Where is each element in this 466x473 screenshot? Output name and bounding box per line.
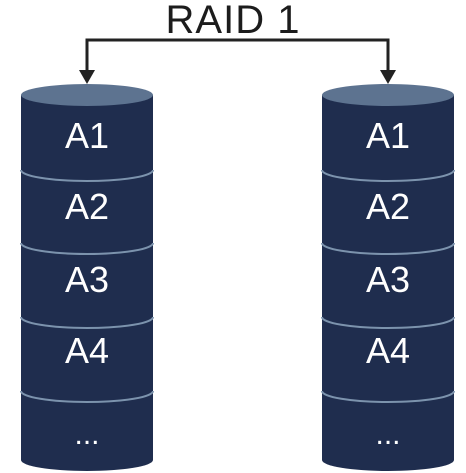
block-separator bbox=[20, 390, 154, 403]
disk-cylinder-body bbox=[21, 95, 153, 471]
disk-cylinder-top bbox=[21, 84, 153, 106]
diagram-title: RAID 1 bbox=[165, 0, 301, 42]
block-label: A2 bbox=[366, 186, 410, 227]
block-label: A3 bbox=[65, 259, 109, 300]
block-separator bbox=[321, 169, 455, 182]
block-label: A1 bbox=[65, 115, 109, 156]
disk-left: A1A2A3A4... bbox=[20, 84, 154, 471]
block-separator bbox=[321, 242, 455, 255]
arrow-left-head-icon bbox=[79, 70, 95, 84]
mirror-connector-line bbox=[85, 38, 390, 74]
block-label: A1 bbox=[366, 115, 410, 156]
block-label: ... bbox=[375, 418, 400, 451]
block-label: A4 bbox=[65, 330, 109, 371]
mirror-arrows bbox=[79, 38, 396, 84]
block-separator bbox=[321, 316, 455, 329]
block-separator bbox=[321, 390, 455, 403]
block-separator bbox=[20, 316, 154, 329]
block-label: A4 bbox=[366, 330, 410, 371]
block-separator bbox=[20, 169, 154, 182]
block-label: A2 bbox=[65, 186, 109, 227]
block-label: A3 bbox=[366, 259, 410, 300]
arrow-right-head-icon bbox=[380, 70, 396, 84]
block-label: ... bbox=[74, 418, 99, 451]
block-separator bbox=[20, 242, 154, 255]
disk-cylinder-top bbox=[322, 84, 454, 106]
disk-right: A1A2A3A4... bbox=[321, 84, 455, 471]
disk-cylinder-body bbox=[322, 95, 454, 471]
